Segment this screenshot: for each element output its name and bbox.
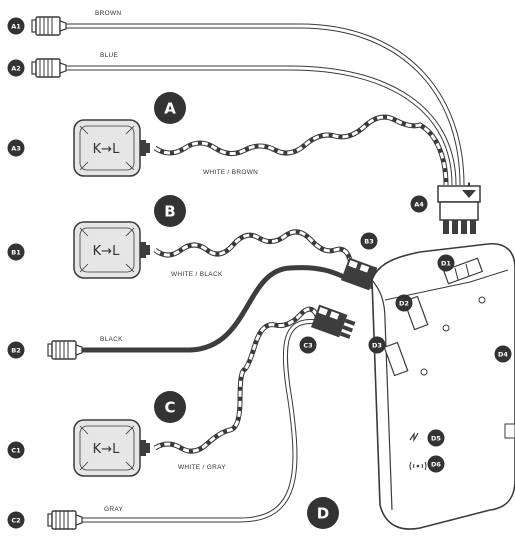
svg-text:B1: B1 [11,249,21,257]
svg-text:C3: C3 [303,342,312,350]
badge-d1: D1 [437,254,455,272]
sensor-c1-label: K→L [93,442,120,457]
svg-text:D: D [317,505,329,523]
badge-a3: A3 [7,139,25,157]
svg-text:A4: A4 [414,201,424,209]
badge-d4: D4 [494,345,512,363]
radio-signal-icon [409,461,427,471]
wire-label-gray: GRAY [104,506,124,513]
badge-d2: D2 [395,294,413,312]
group-badge-a: A [154,92,186,124]
group-badge-c: C [154,391,186,423]
svg-text:B3: B3 [364,238,373,246]
sensor-a3: K→L [73,119,151,177]
svg-text:D1: D1 [441,260,451,268]
badge-a4: A4 [410,195,428,213]
a4-connector [437,185,481,234]
sensor-a3-label: K→L [93,142,120,157]
sensor-b1: K→L [73,221,151,279]
svg-text:B2: B2 [11,347,20,355]
badge-c3: C3 [299,336,317,354]
c2-connector-plug-icon [47,510,83,530]
c3-connector [310,304,356,339]
badge-b2: B2 [7,341,25,359]
svg-text:C1: C1 [11,447,21,455]
a1-connector-plug-icon [31,16,67,36]
lightning-icon [409,432,419,443]
svg-text:D5: D5 [431,435,441,443]
svg-text:A3: A3 [11,145,21,153]
badge-d5: D5 [427,429,445,447]
group-badge-d: D [307,497,339,529]
group-badge-b: B [154,195,186,227]
svg-text:D6: D6 [431,461,441,469]
wire-label-black: BLACK [100,336,123,343]
b2-connector-plug-icon [47,340,83,360]
svg-text:D2: D2 [399,300,409,308]
svg-text:A: A [164,100,176,118]
badge-b1: B1 [7,243,25,261]
svg-text:B: B [164,203,175,221]
svg-text:C: C [164,399,175,417]
svg-text:D4: D4 [498,351,508,359]
wire-label-brown: BROWN [95,10,121,17]
badge-d3: D3 [368,336,386,354]
badge-a2: A2 [7,59,25,77]
sensor-b1-label: K→L [93,244,120,259]
wire-label-white-black: WHITE / BLACK [171,271,223,278]
c-wires [80,306,321,523]
wire-label-white-gray: WHITE / GRAY [178,464,226,471]
b-wires [80,229,353,353]
sensor-c1: K→L [73,419,151,477]
a-wire-bundle [60,23,470,188]
wire-label-blue: BLUE [100,52,119,59]
badge-b3: B3 [360,232,378,250]
badge-d6: D6 [427,455,445,473]
badge-a1: A1 [7,17,25,35]
svg-text:A1: A1 [11,23,21,31]
svg-text:D3: D3 [372,342,382,350]
wire-label-white-brown: WHITE / BROWN [203,169,258,176]
d-controller-box [371,243,515,530]
badge-c2: C2 [7,511,25,529]
a2-connector-plug-icon [31,58,67,78]
svg-text:A2: A2 [11,65,21,73]
badge-c1: C1 [7,441,25,459]
svg-text:C2: C2 [11,517,20,525]
